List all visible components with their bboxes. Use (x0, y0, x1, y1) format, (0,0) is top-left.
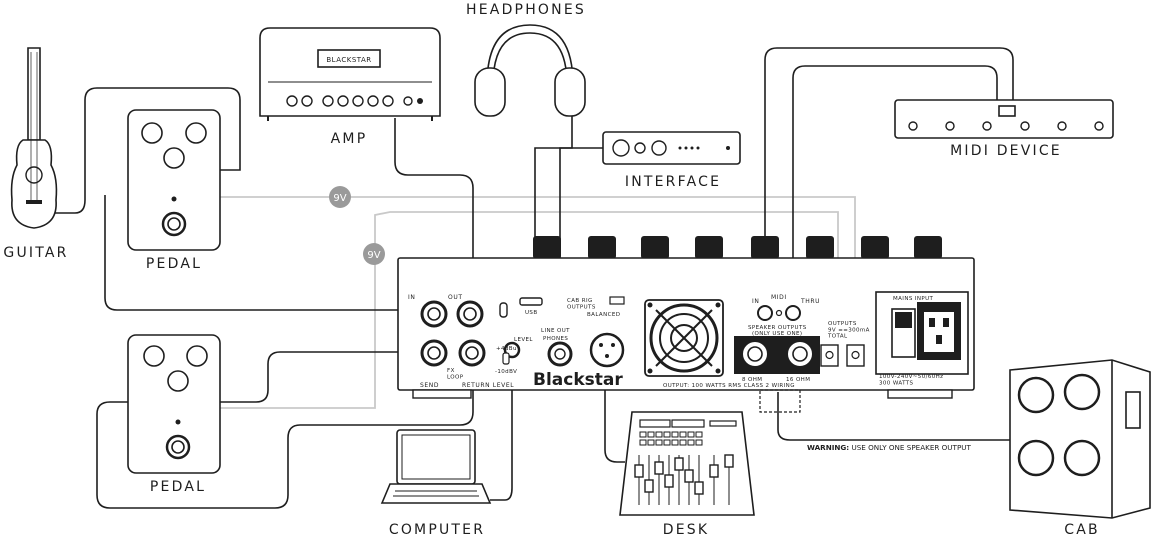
power-badge-2: 9V (363, 243, 385, 265)
svg-text:IN: IN (408, 294, 415, 301)
svg-text:-10dBV: -10dBV (495, 369, 517, 375)
headphones-icon (474, 24, 586, 117)
svg-text:LEVEL: LEVEL (514, 337, 533, 343)
power-badge-1: 9V (329, 186, 351, 208)
label-midi-device: MIDI DEVICE (950, 143, 1062, 159)
svg-text:+4dBu: +4dBu (496, 346, 517, 352)
svg-text:BALANCED: BALANCED (587, 312, 620, 318)
unit-knobs (533, 236, 942, 259)
label-interface: INTERFACE (625, 174, 721, 190)
guitar-icon (10, 47, 58, 229)
svg-text:MIDI: MIDI (771, 294, 787, 301)
label-computer: COMPUTER (389, 522, 485, 538)
svg-text:BLACKSTAR: BLACKSTAR (326, 56, 371, 64)
svg-text:8 OHM: 8 OHM (742, 377, 762, 383)
label-pedal-top: PEDAL (146, 256, 202, 272)
svg-text:OUTPUT: 100 WATTS RMS CLASS 2: OUTPUT: 100 WATTS RMS CLASS 2 WIRING (663, 383, 795, 389)
svg-text:9V: 9V (333, 193, 346, 204)
label-headphones: HEADPHONES (466, 2, 586, 18)
unit-brand: Blackstar (533, 370, 623, 390)
svg-text:RETURN LEVEL: RETURN LEVEL (462, 382, 514, 389)
svg-text:THRU: THRU (800, 298, 820, 305)
interface-icon (602, 131, 741, 165)
pedal-top-icon (127, 109, 221, 251)
label-guitar: GUITAR (3, 245, 68, 261)
svg-text:MAINS INPUT: MAINS INPUT (893, 296, 934, 302)
svg-text:USB: USB (525, 310, 538, 316)
label-cab: CAB (1064, 522, 1100, 538)
label-pedal-bottom: PEDAL (150, 479, 206, 495)
label-desk: DESK (663, 522, 710, 538)
midi-device-icon (894, 99, 1114, 139)
fan-icon (644, 299, 724, 377)
svg-text:SEND: SEND (420, 382, 439, 389)
svg-text:9V: 9V (367, 250, 380, 261)
pedal-bottom-icon (127, 334, 221, 474)
amp-icon: BLACKSTAR (259, 27, 441, 121)
svg-text:(ONLY USE ONE): (ONLY USE ONE) (752, 331, 802, 337)
desk-icon (619, 411, 755, 516)
cab-icon (1009, 359, 1151, 519)
svg-text:OUT: OUT (448, 294, 463, 301)
svg-text:PHONES: PHONES (543, 336, 568, 342)
warning-text: WARNING: USE ONLY ONE SPEAKER OUTPUT (807, 443, 972, 452)
svg-text:16 OHM: 16 OHM (786, 377, 810, 383)
svg-text:IN: IN (752, 298, 759, 305)
label-amp: AMP (331, 131, 368, 147)
computer-icon (380, 429, 492, 504)
svg-text:SPEAKER OUTPUTS: SPEAKER OUTPUTS (748, 325, 807, 331)
svg-text:LINE OUT: LINE OUT (541, 328, 570, 334)
